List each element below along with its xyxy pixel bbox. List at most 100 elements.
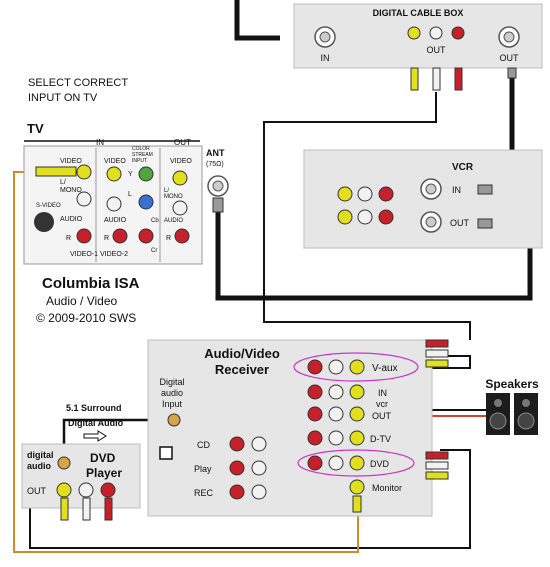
tv-cb-label: Cb	[151, 218, 159, 224]
receiver-vaux-white-jack	[328, 359, 344, 375]
receiver-dvd-yellow-jack	[349, 455, 365, 471]
cable-box-yellow-jack	[407, 26, 421, 40]
vcr-yellow-jack-2	[337, 209, 353, 225]
receiver-digital-2: audio	[161, 388, 183, 398]
speaker-left	[486, 393, 510, 435]
dvd-digital-audio-label: Digital Audio	[68, 418, 124, 428]
receiver-title-2: Receiver	[215, 362, 269, 377]
plug-red	[454, 67, 463, 91]
tv-out-label: OUT	[174, 138, 191, 147]
vcr-out-label: OUT	[450, 218, 470, 228]
tv-color-stream-2: STREAM	[132, 152, 153, 158]
tv-out-red-jack	[174, 228, 190, 244]
cable-box-red-jack	[451, 26, 465, 40]
vcr-out-jack	[420, 211, 442, 233]
tv-panel: TV IN OUT VIDEO L/ MONO S-VIDEO AUDIO R …	[23, 121, 229, 265]
tv-y-label: Y	[128, 171, 133, 178]
dvd-digital-audio-jack	[57, 456, 71, 470]
coax-feed-in	[234, 0, 280, 41]
speakers-title: Speakers	[485, 377, 539, 391]
tv-r-label: R	[66, 235, 71, 242]
vcr-yellow-jack-1	[337, 186, 353, 202]
tv-audio-label-out: AUDIO	[164, 218, 183, 224]
receiver-dtv-white-jack	[328, 430, 344, 446]
receiver-monitor-plug	[352, 495, 362, 513]
receiver-monitor-yellow-jack	[349, 479, 365, 495]
credits-title: Columbia ISA	[42, 275, 140, 292]
receiver-vcr-in-red-jack	[307, 384, 323, 400]
tv-color-stream-1: COLOR	[132, 146, 150, 152]
receiver-vaux-label: V-aux	[372, 363, 398, 374]
receiver-dtv-label: D-TV	[370, 434, 391, 444]
vaux-highlight	[293, 352, 419, 382]
dvd-title-1: DVD	[90, 451, 116, 465]
tv-r-label-out: R	[166, 235, 171, 242]
composite-video-cable	[13, 171, 359, 553]
vcr: VCR IN OUT	[303, 149, 543, 249]
vcr-red-jack-1	[378, 186, 394, 202]
receiver-play-red-jack	[229, 460, 245, 476]
receiver-digital-1: Digital	[159, 377, 184, 387]
receiver-vaux-yellow-jack	[349, 359, 365, 375]
cable-box-out-label: OUT	[427, 45, 447, 55]
receiver-rec-label: REC	[194, 488, 214, 498]
cable-box-white-jack	[429, 26, 443, 40]
vcr-out-plug	[477, 218, 493, 229]
tv-video1-red-jack	[76, 228, 92, 244]
tv-in-label: IN	[96, 138, 104, 147]
receiver-title-1: Audio/Video	[204, 346, 280, 361]
receiver-play-label: Play	[194, 464, 212, 474]
av-receiver: Audio/Video Receiver Digital audio Input…	[147, 339, 433, 517]
tv-video1-label: VIDEO-1	[70, 251, 98, 258]
receiver-vcr-out-red-jack	[307, 406, 323, 422]
vcr-white-jack-2	[357, 209, 373, 225]
tv-out-yellow-jack	[172, 170, 188, 186]
receiver-monitor-label: Monitor	[372, 483, 402, 493]
receiver-digital-audio-jack	[167, 413, 181, 427]
dvd-yellow-plug	[60, 497, 69, 521]
tv-y-green-jack	[138, 166, 154, 182]
vcr-in-label: IN	[452, 185, 461, 195]
receiver-dvd-red-jack	[307, 455, 323, 471]
receiver-dvd-white-jack	[328, 455, 344, 471]
receiver-rec-white-jack	[251, 484, 267, 500]
dvd-title-2: Player	[86, 466, 122, 480]
dvd-surround-label: 5.1 Surround	[66, 403, 122, 413]
receiver-vcr-label: vcr	[376, 399, 388, 409]
tv-video2-red-jack	[112, 228, 128, 244]
digital-audio-arrow	[83, 430, 107, 442]
dvd-white-jack	[78, 482, 94, 498]
tv-out-white-jack	[172, 200, 188, 216]
tv-cb-blue-jack	[138, 194, 154, 210]
receiver-dvd-label: DVD	[370, 459, 390, 469]
plug-yellow	[410, 67, 419, 91]
dvd-out-label: OUT	[27, 486, 47, 496]
rca-cablebox-bundle	[263, 92, 471, 340]
credits-subtitle: Audio / Video	[46, 294, 117, 308]
receiver-vcr-in-yellow-jack	[349, 384, 365, 400]
dvd-yellow-jack	[56, 482, 72, 498]
tv-cr-label: Cr	[151, 248, 157, 254]
tv-audio-label-2: AUDIO	[104, 217, 127, 224]
instruction-line-2: INPUT ON TV	[28, 92, 98, 104]
tv-audio-label: AUDIO	[60, 216, 83, 223]
tv-video2-yellow-jack	[106, 166, 122, 182]
tv-video-label-out: VIDEO	[170, 158, 192, 165]
instruction-line-1: SELECT CORRECT	[28, 77, 128, 89]
cable-box-title: DIGITAL CABLE BOX	[373, 8, 464, 18]
tv-mono-label: MONO	[60, 187, 82, 194]
digital-cable-box: DIGITAL CABLE BOX IN OUT OUT	[293, 3, 543, 91]
tv-r-label-2: R	[104, 235, 109, 242]
vcr-title: VCR	[452, 162, 474, 173]
tv-cr-red-jack	[138, 228, 154, 244]
dvd-highlight	[297, 449, 415, 477]
cable-box-out2-label: OUT	[500, 53, 520, 63]
cable-box-in-label: IN	[321, 53, 330, 63]
receiver-play-white-jack	[251, 460, 267, 476]
receiver-vaux-red-jack	[307, 359, 323, 375]
tv-ant-jack	[207, 175, 229, 197]
tv-composite-plug	[35, 166, 77, 177]
tv-mono-u: L/	[60, 179, 66, 186]
